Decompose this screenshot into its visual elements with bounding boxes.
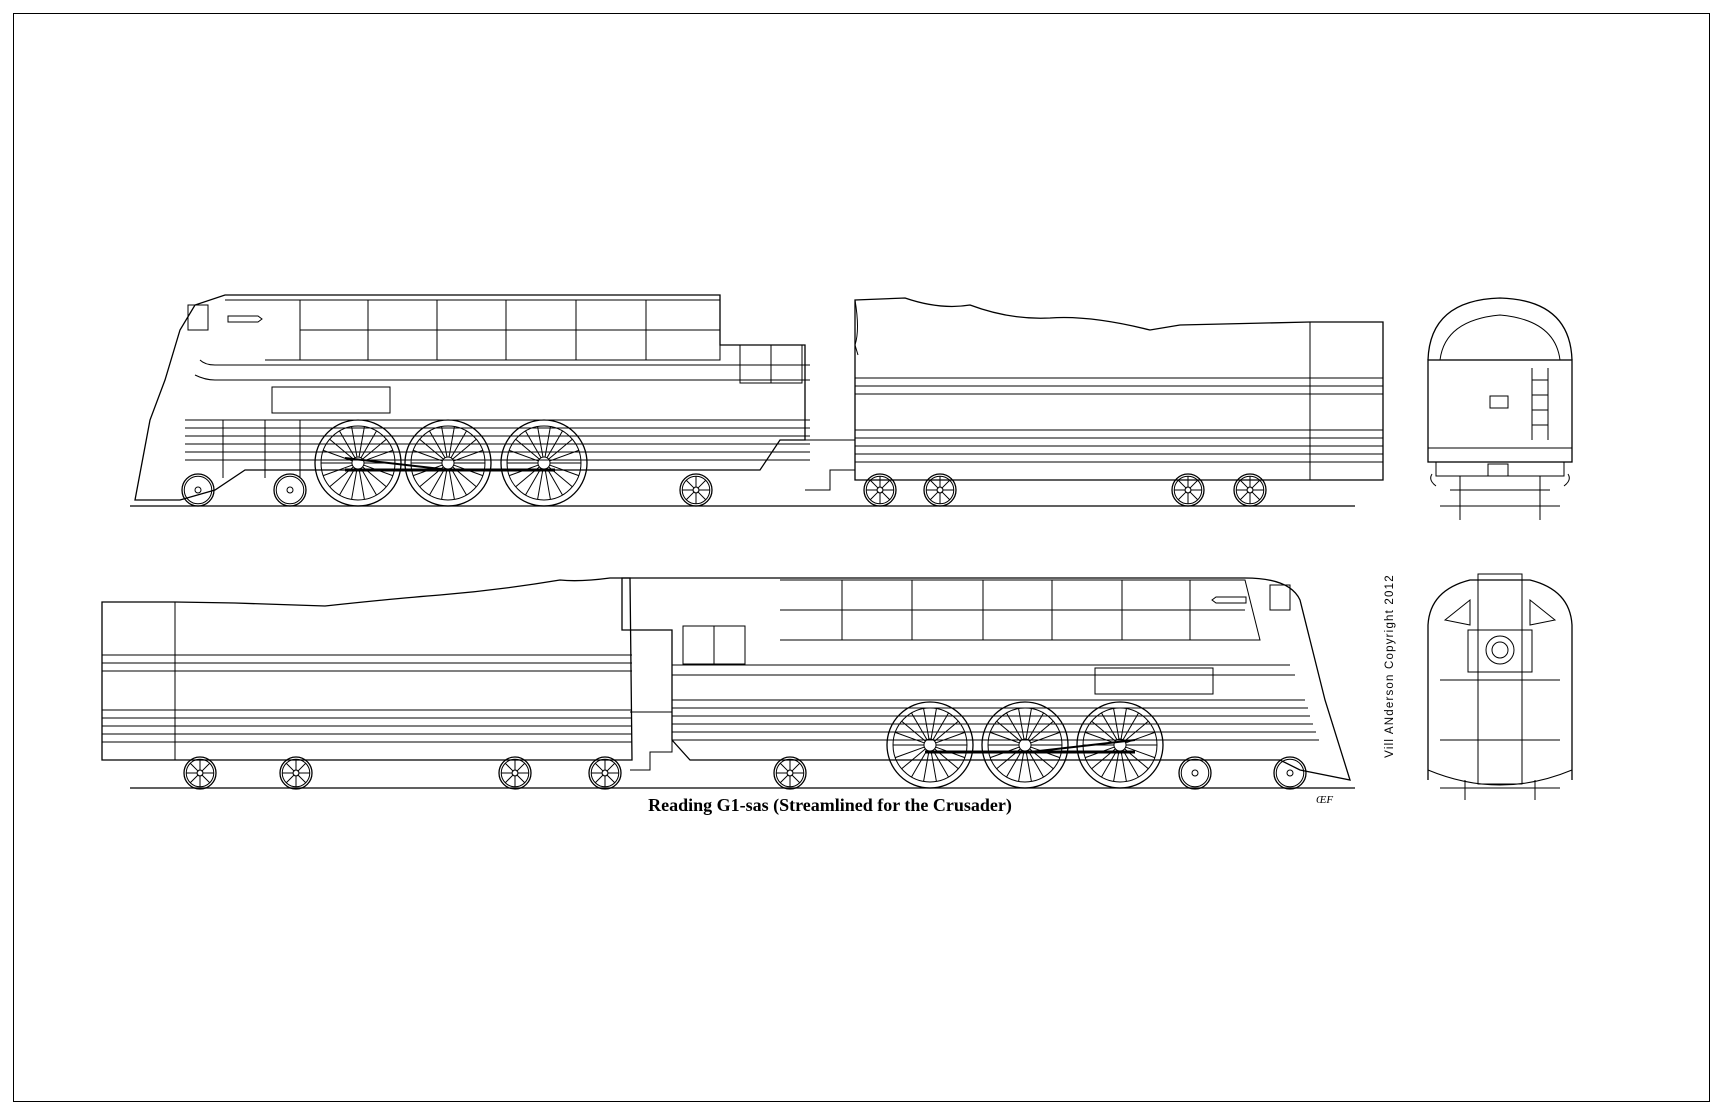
- bottom-small-wheel: [1273, 756, 1307, 790]
- drawing-caption: Reading G1-sas (Streamlined for the Crus…: [648, 795, 1012, 815]
- bottom-small-wheel: [183, 756, 217, 790]
- tender-rear-plate: [1489, 395, 1509, 409]
- top-driver-wheel: [500, 419, 588, 507]
- top-small-wheel: [863, 473, 897, 507]
- top-small-wheel: [1171, 473, 1205, 507]
- tender-rear-roof-inner: [1439, 314, 1561, 361]
- top-headlight-icon: [227, 315, 263, 323]
- top-side-view: [130, 294, 1384, 507]
- bottom-small-wheel: [498, 756, 532, 790]
- tender-rear-steps: [1430, 473, 1570, 487]
- bottom-small-wheel: [773, 756, 807, 790]
- maker-mark-icon: ŒF: [1316, 794, 1334, 806]
- copyright-notice: Vill ANderson Copyright 2012: [1384, 574, 1396, 758]
- tender-rear-coupler: [1487, 463, 1509, 477]
- drawing-sheet-border: [13, 13, 1710, 1102]
- bottom-loco-shroud: [621, 577, 1351, 781]
- front-view-pilot: [1427, 769, 1573, 786]
- top-driver-wheel: [404, 419, 492, 507]
- top-front-grille: [187, 304, 209, 331]
- tender-rear-end-view: [1427, 297, 1573, 520]
- top-tender-body: [854, 297, 1384, 481]
- top-small-wheel: [923, 473, 957, 507]
- top-loco-stripe: [199, 359, 810, 366]
- bottom-loco-roof: [780, 579, 1261, 641]
- bottom-small-wheel: [279, 756, 313, 790]
- bottom-driver-wheel: [886, 701, 974, 789]
- top-small-wheel: [181, 473, 215, 507]
- bottom-wheels: [183, 701, 1307, 790]
- front-view-cross-panel: [1467, 629, 1533, 673]
- top-tender-coal-edge: [854, 299, 859, 356]
- top-small-wheel: [273, 473, 307, 507]
- bottom-driver-wheel: [981, 701, 1069, 789]
- top-small-wheel: [679, 473, 713, 507]
- bottom-main-rod: [1029, 739, 1136, 753]
- bottom-side-view: [101, 577, 1355, 790]
- top-loco-stripe: [194, 374, 810, 381]
- top-main-rod: [344, 457, 451, 471]
- front-headlight-icon: [1485, 635, 1515, 665]
- top-drawbar: [805, 439, 856, 491]
- tender-rear-ladder: [1531, 368, 1549, 440]
- front-view-center-panel: [1477, 573, 1523, 785]
- bottom-small-wheel: [588, 756, 622, 790]
- bottom-headlight-icon: [1211, 596, 1247, 604]
- loco-front-end-view: [1427, 573, 1573, 800]
- front-view-grilles: [1443, 598, 1557, 626]
- top-small-wheel: [1233, 473, 1267, 507]
- front-headlight-lens: [1491, 641, 1509, 659]
- bottom-drawbar: [630, 711, 673, 771]
- bottom-number-plate: [1094, 667, 1214, 695]
- tender-rear-body: [1427, 359, 1573, 463]
- bottom-small-wheel: [1178, 756, 1212, 790]
- bottom-tender-body: [101, 577, 633, 761]
- front-view-outline: [1427, 579, 1573, 780]
- top-wheels: [181, 419, 1267, 507]
- top-number-plate: [271, 386, 391, 414]
- tender-rear-roof: [1427, 297, 1573, 361]
- bottom-front-grille: [1269, 584, 1291, 611]
